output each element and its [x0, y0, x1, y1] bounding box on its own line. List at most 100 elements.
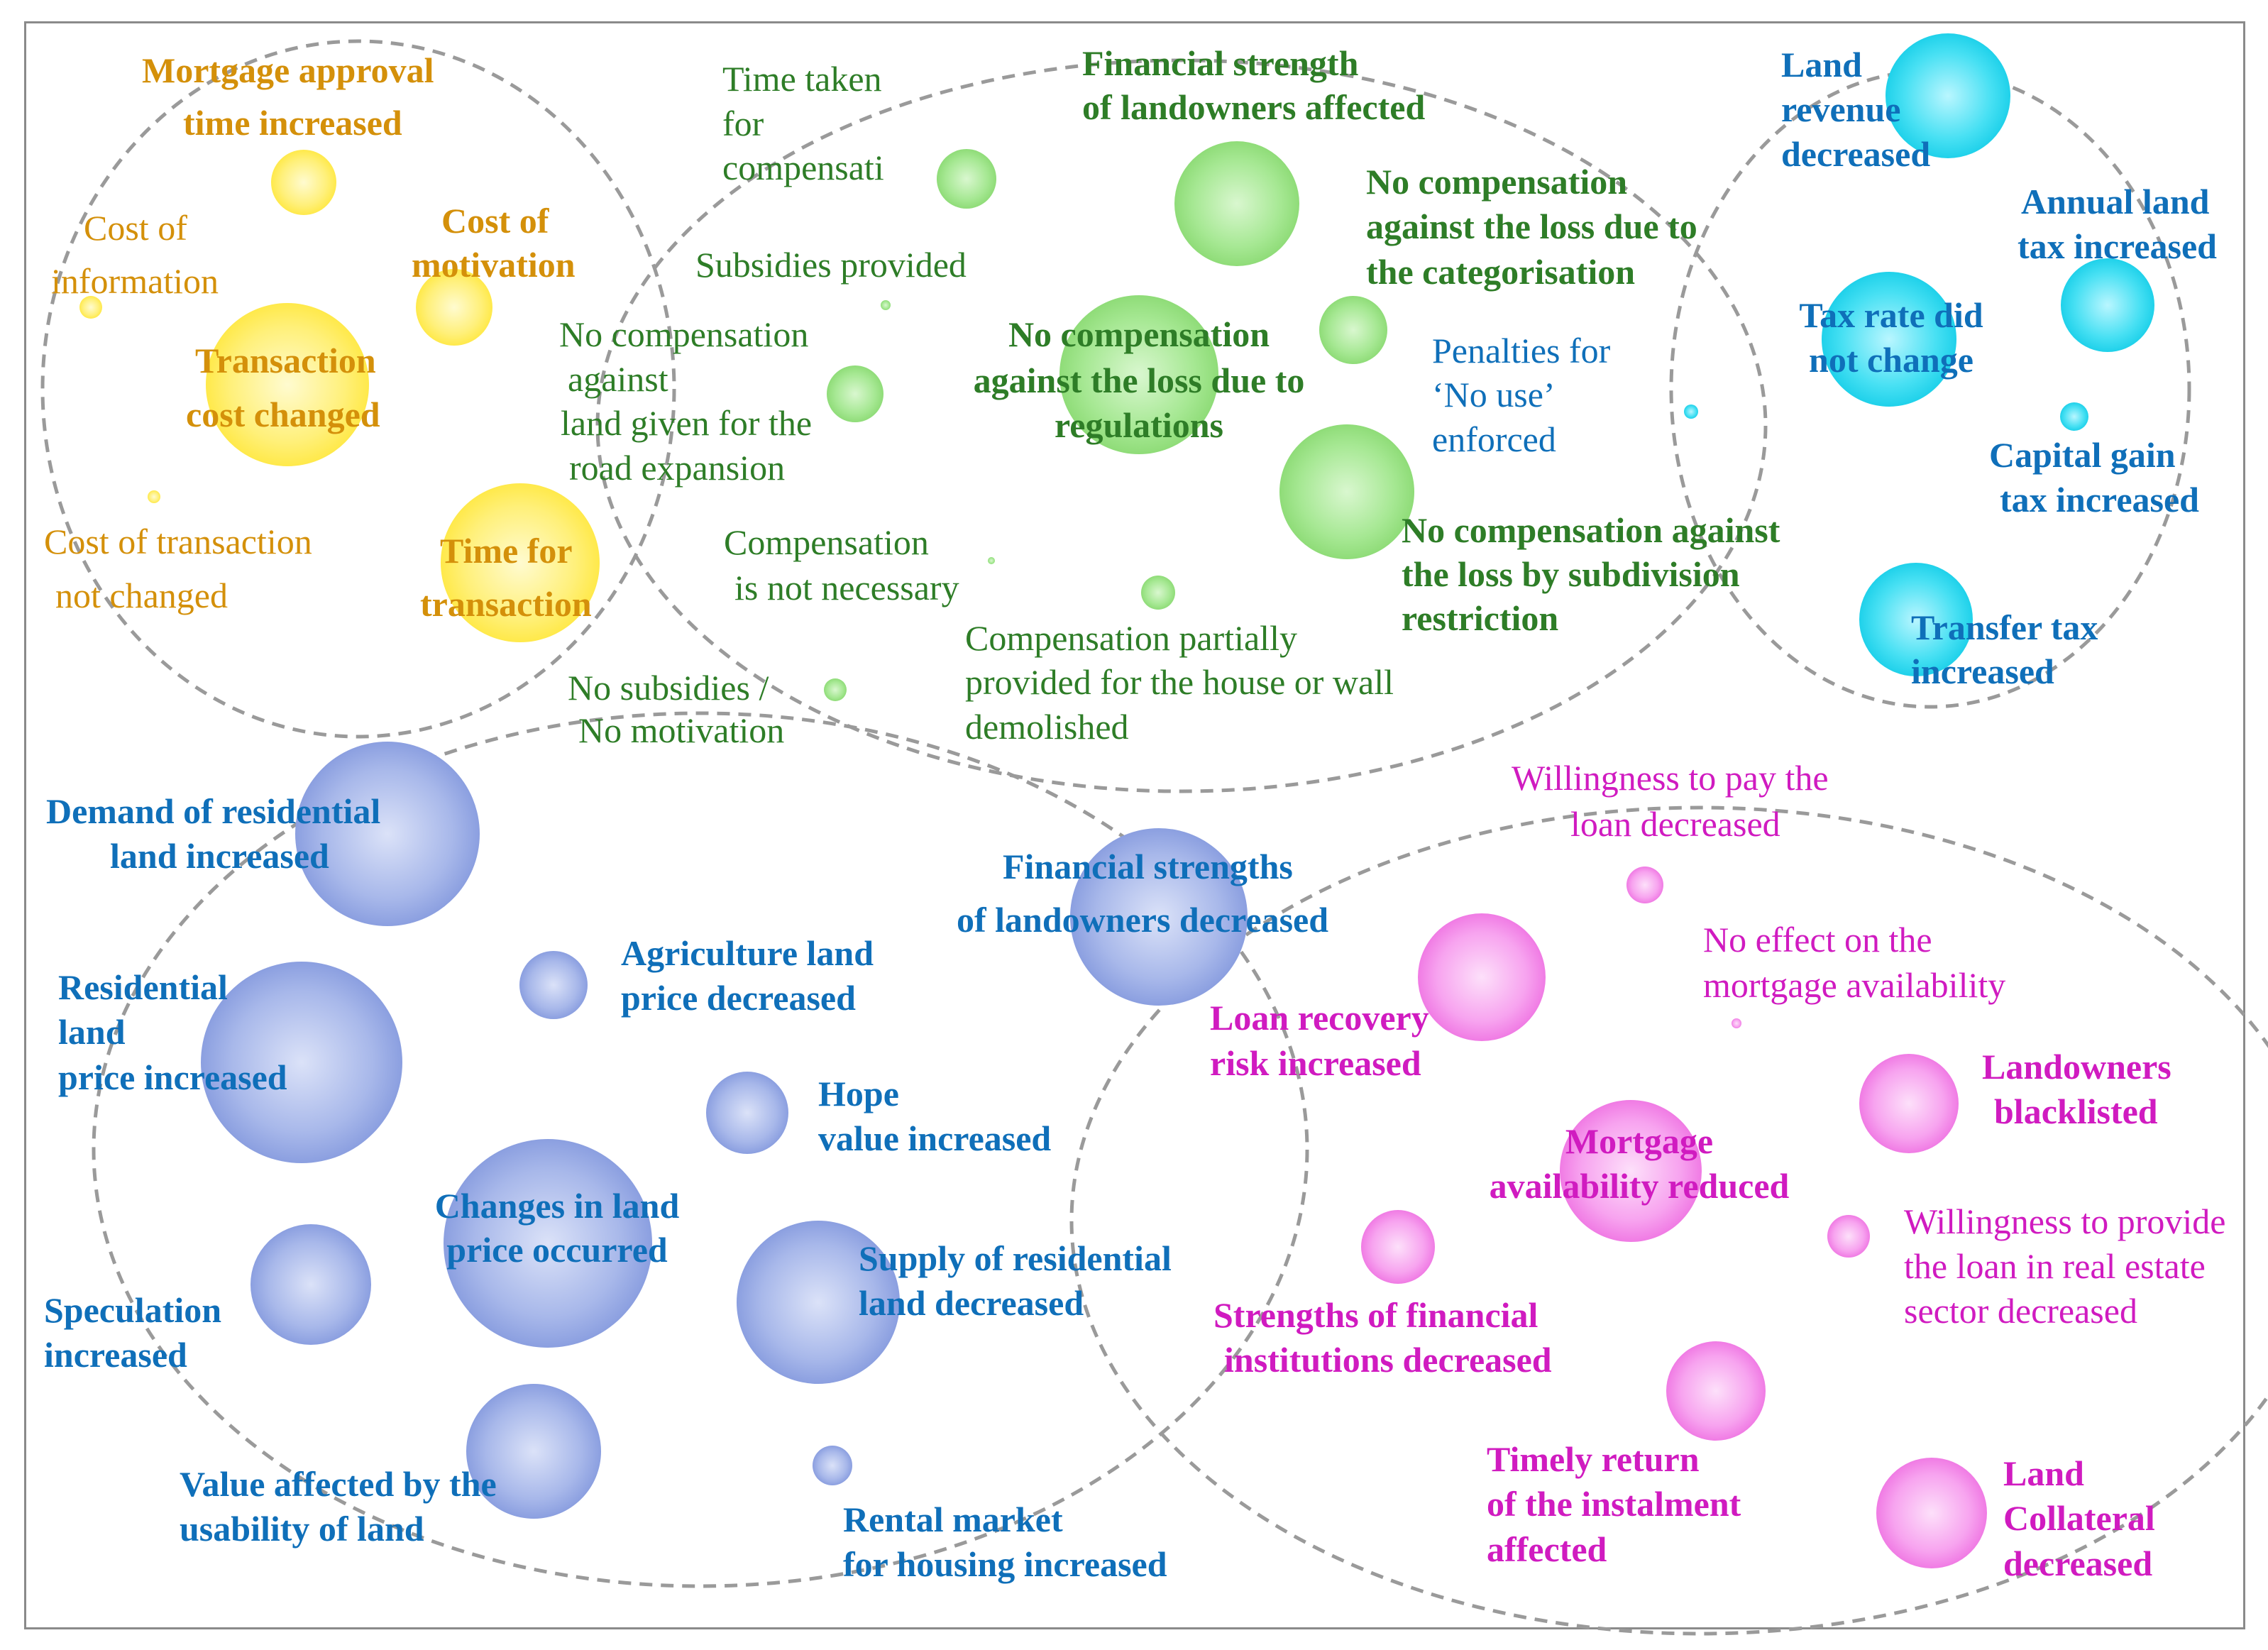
- label-no-comp-regulations-3: regulations: [1055, 405, 1223, 445]
- label-transfer-tax-1: Transfer tax: [1911, 607, 2098, 647]
- bubble-no-subsidies: [824, 678, 847, 701]
- label-penalties-3: enforced: [1432, 419, 1556, 459]
- label-value-usability-2: usability of land: [180, 1509, 424, 1549]
- bubble-subsidies-provided: [881, 300, 891, 310]
- label-hope-value-2: value increased: [818, 1118, 1052, 1158]
- bubble-time-for-transaction: [441, 483, 600, 642]
- label-transaction-cost-1: Transaction: [195, 341, 376, 380]
- label-speculation-2: increased: [44, 1335, 187, 1375]
- label-no-comp-regulations-2: against the loss due to: [973, 361, 1305, 400]
- label-landowners-blacklisted-1: Landowners: [1982, 1047, 2171, 1087]
- label-financial-strengths-decreased-1: Financial strengths: [1003, 847, 1293, 886]
- label-annual-land-tax-2: tax increased: [2017, 226, 2217, 266]
- label-financial-strength-affected-1: Financial strength: [1082, 43, 1359, 83]
- label-tax-rate-2: not change: [1809, 340, 1974, 380]
- label-subsidies-provided: Subsidies provided: [695, 245, 967, 285]
- label-land-collateral-1: Land: [2003, 1453, 2084, 1493]
- label-no-comp-subdivision-1: No compensation against: [1402, 510, 1780, 550]
- label-agriculture-price-2: price decreased: [621, 978, 856, 1018]
- bubble-cost-of-motivation: [416, 269, 492, 346]
- label-compensation-not-necessary-1: Compensation: [724, 522, 929, 562]
- bubble-changes-land-price: [444, 1139, 652, 1348]
- label-capital-gain-2: tax increased: [2000, 480, 2199, 519]
- label-compensation-partially-1: Compensation partially: [965, 618, 1297, 658]
- blue-group-outline: [92, 711, 1309, 1588]
- bubble-cost-not-changed: [148, 490, 160, 503]
- label-rental-market-2: for housing increased: [843, 1544, 1167, 1584]
- pink-group-outline: [1069, 805, 2268, 1636]
- label-willingness-provide-1: Willingness to provide: [1904, 1201, 2226, 1241]
- label-time-taken-1: Time taken: [722, 59, 882, 99]
- label-willingness-pay-1: Willingness to pay the: [1512, 758, 1829, 798]
- label-hope-value-1: Hope: [818, 1074, 899, 1113]
- bubble-loan-recovery: [1418, 913, 1546, 1041]
- label-mortgage-approval-1: Mortgage approval: [142, 50, 434, 90]
- bubble-agriculture-price: [519, 951, 588, 1019]
- bubble-compensation-partially: [1141, 576, 1175, 610]
- label-time-for-transaction-1: Time for: [440, 531, 573, 571]
- label-land-revenue-1: Land: [1781, 45, 1862, 84]
- bubble-tax-rate: [1822, 272, 1956, 407]
- bubble-cost-of-information: [79, 296, 102, 319]
- label-no-subsidies-1: No subsidies /: [568, 668, 769, 708]
- label-willingness-pay-2: loan decreased: [1570, 804, 1780, 844]
- label-financial-institutions-1: Strengths of financial: [1213, 1295, 1538, 1335]
- label-financial-institutions-2: institutions decreased: [1224, 1340, 1552, 1380]
- label-cost-not-changed-2: not changed: [55, 576, 228, 615]
- bubble-no-comp-road: [827, 365, 883, 422]
- bubble-transfer-tax: [1859, 563, 1973, 676]
- bubble-compensation-not-necessary: [988, 557, 995, 564]
- label-loan-recovery-2: risk increased: [1210, 1043, 1421, 1083]
- label-no-comp-road-4: road expansion: [569, 448, 786, 488]
- label-compensation-partially-2: provided for the house or wall: [965, 662, 1394, 702]
- label-cost-of-information-2: information: [51, 261, 219, 301]
- bubble-residential-price: [201, 962, 402, 1163]
- label-time-taken-3: compensati: [722, 148, 884, 187]
- label-time-taken-2: for: [722, 104, 764, 143]
- bubble-no-effect-mortgage: [1732, 1018, 1741, 1028]
- green-group-outline: [595, 58, 1768, 793]
- label-demand-residential-1: Demand of residential: [46, 791, 381, 831]
- label-supply-residential-1: Supply of residential: [859, 1238, 1172, 1278]
- bubble-land-collateral: [1876, 1458, 1987, 1568]
- label-timely-return-1: Timely return: [1487, 1439, 1700, 1479]
- label-landowners-blacklisted-2: blacklisted: [1994, 1091, 2158, 1131]
- label-no-effect-mortgage-1: No effect on the: [1703, 920, 1932, 959]
- bubble-land-revenue: [1886, 33, 2010, 158]
- label-capital-gain-1: Capital gain: [1989, 435, 2176, 475]
- label-mortgage-approval-2: time increased: [183, 103, 402, 143]
- bubble-no-comp-categorisation: [1319, 296, 1387, 364]
- label-willingness-provide-2: the loan in real estate: [1904, 1246, 2206, 1286]
- bubble-annual-land-tax: [2061, 258, 2154, 352]
- label-mortgage-reduced-1: Mortgage: [1565, 1121, 1714, 1161]
- bubble-supply-residential: [737, 1221, 900, 1384]
- label-residential-price-1: Residential: [58, 967, 228, 1007]
- label-no-comp-categorisation-3: the categorisation: [1366, 252, 1636, 292]
- label-cost-of-motivation-2: motivation: [412, 245, 576, 285]
- label-changes-land-price-1: Changes in land: [434, 1186, 680, 1226]
- label-residential-price-3: price increased: [58, 1057, 287, 1097]
- label-changes-land-price-2: price occurred: [446, 1230, 668, 1270]
- label-land-revenue-3: decreased: [1781, 134, 1931, 174]
- bubble-mortgage-approval: [271, 150, 336, 215]
- diagram-frame: [24, 21, 2245, 1629]
- label-no-effect-mortgage-2: mortgage availability: [1703, 965, 2006, 1005]
- bubble-willingness-provide: [1827, 1215, 1870, 1258]
- orange-group-outline: [40, 39, 676, 739]
- label-demand-residential-2: land increased: [110, 836, 329, 876]
- label-mortgage-reduced-2: availability reduced: [1489, 1166, 1790, 1206]
- label-compensation-partially-3: demolished: [965, 707, 1129, 747]
- bubble-no-comp-regulations: [1059, 295, 1218, 454]
- label-land-collateral-3: decreased: [2003, 1544, 2153, 1583]
- label-transfer-tax-2: increased: [1911, 651, 2054, 691]
- label-land-collateral-2: Collateral: [2003, 1498, 2155, 1538]
- bubble-rental-market: [813, 1446, 852, 1485]
- label-supply-residential-2: land decreased: [859, 1283, 1084, 1323]
- label-annual-land-tax-1: Annual land: [2021, 182, 2210, 221]
- label-value-usability-1: Value affected by the: [180, 1464, 497, 1504]
- label-no-comp-categorisation-1: No compensation: [1366, 162, 1628, 202]
- bubble-willingness-pay: [1626, 867, 1663, 903]
- label-rental-market-1: Rental market: [843, 1500, 1063, 1539]
